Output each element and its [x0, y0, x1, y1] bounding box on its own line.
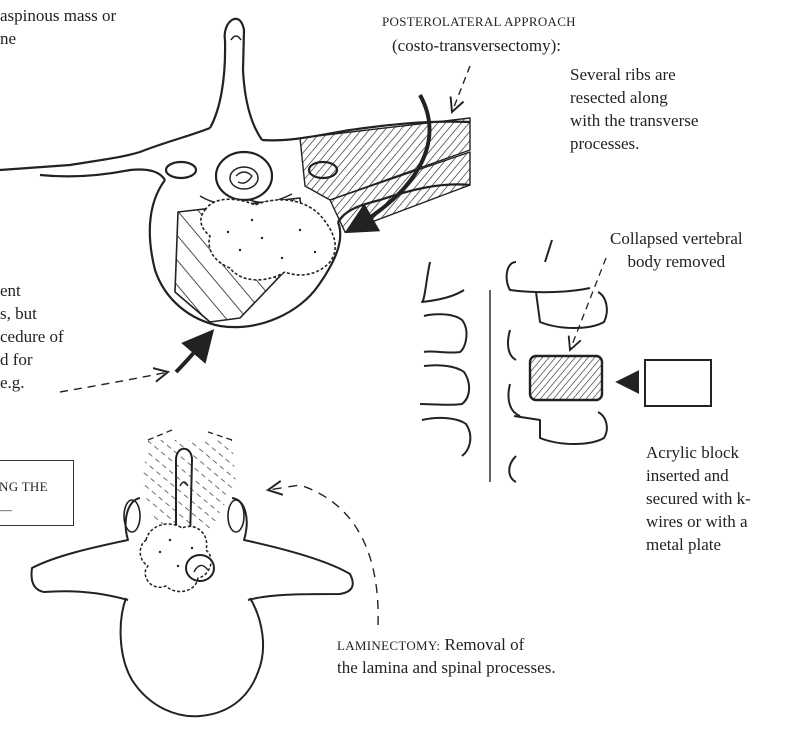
laminectomy-description: Removal of: [440, 635, 524, 654]
acrylic-block-label: Acrylic block inserted and secured with …: [646, 441, 751, 556]
ribs-resected-note: Several ribs are resected along with the…: [570, 63, 698, 155]
posterolateral-approach-title: POSTEROLATERAL APPROACH: [382, 10, 576, 33]
vertebra-cross-section: [0, 19, 470, 327]
anterior-approach-arrow: [60, 334, 210, 392]
laminectomy-vertebra: [32, 430, 353, 716]
left-middle-text-fragment: ent s, but cedure of d for e.g.: [0, 279, 64, 394]
left-boxed-note: NG THE —: [0, 460, 74, 526]
boxed-note-text: NG THE —: [0, 475, 71, 521]
collapsed-vertebral-body-label: Collapsed vertebral body removed: [610, 227, 743, 273]
laminectomy-label: LAMINECTOMY: Removal of: [337, 633, 524, 657]
posterolateral-approach-subtitle: (costo-transversectomy):: [392, 34, 561, 57]
top-left-text-fragment: aspinous mass or ne: [0, 4, 116, 50]
spine-column-side-view: [420, 240, 607, 482]
laminectomy-label-line2: the lamina and spinal processes.: [337, 656, 556, 679]
laminectomy-arrow: [268, 485, 378, 625]
laminectomy-title: LAMINECTOMY:: [337, 638, 440, 653]
acrylic-block: [645, 360, 711, 406]
